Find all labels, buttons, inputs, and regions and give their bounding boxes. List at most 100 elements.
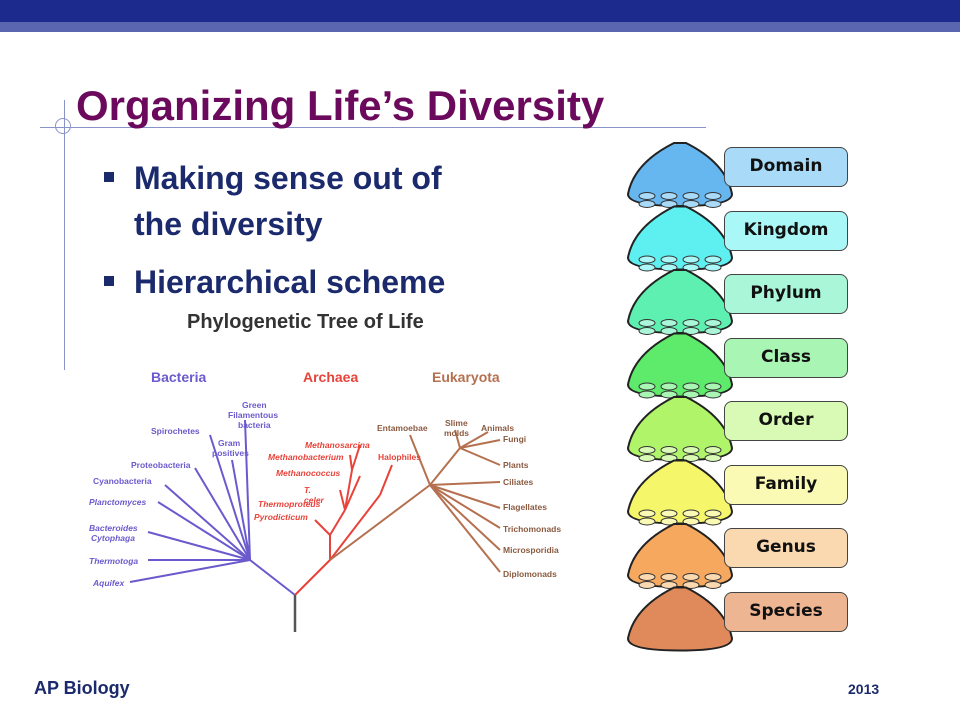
- rank-cell: [638, 263, 656, 272]
- rank-cell: [638, 454, 656, 462]
- rank-cell: [704, 192, 722, 200]
- taxon-label: Pyrodicticum: [254, 512, 308, 522]
- taxon-label: Plants: [503, 460, 529, 470]
- rank-cell: [682, 200, 700, 208]
- rank-cell: [660, 446, 678, 454]
- eukaryota-branches: [329, 429, 501, 573]
- taxon-label: Trichomonads: [503, 524, 562, 534]
- tree-title: Phylogenetic Tree of Life: [187, 311, 424, 333]
- taxon-label: Diplomonads: [503, 569, 557, 579]
- rank-cell: [682, 390, 700, 399]
- domain-label-eukaryota: Eukaryota: [432, 369, 500, 385]
- taxon-label: Thermoproteus: [258, 499, 321, 509]
- rank-cell: [660, 327, 678, 335]
- rank-cell: [682, 581, 700, 589]
- rank-label-class: Class: [724, 337, 848, 378]
- rank-cell: [660, 200, 678, 208]
- bullet-marker: [104, 172, 114, 182]
- rank-label-kingdom: Kingdom: [724, 210, 848, 251]
- bacteria-branches: [129, 419, 296, 596]
- rank-cell: [704, 573, 722, 581]
- crosshair-circle: [55, 118, 71, 134]
- rank-cell: [638, 517, 656, 526]
- top-banner: [0, 0, 960, 22]
- taxon-label: Filamentous: [228, 410, 279, 420]
- rank-cell: [682, 454, 700, 462]
- taxon-label: Planctomyces: [89, 497, 147, 507]
- title-rule: [40, 127, 706, 128]
- rank-cell: [638, 382, 656, 391]
- domain-label-archaea: Archaea: [303, 369, 359, 385]
- footer-year: 2013: [848, 681, 880, 697]
- rank-cell: [704, 319, 722, 327]
- rank-cell: [638, 192, 656, 200]
- bullet-1-line-1: Making sense out of: [134, 160, 442, 196]
- rank-cell: [638, 509, 656, 518]
- rank-cell: [660, 573, 678, 581]
- bullet-1-line-2: the diversity: [134, 206, 323, 242]
- rank-label-order: Order: [724, 401, 848, 441]
- taxon-label: Gram: [218, 438, 241, 448]
- rank-cell: [638, 200, 656, 208]
- rank-cell: [660, 581, 678, 589]
- taxon-label: Slime: [445, 418, 468, 428]
- rank-label-phylum: Phylum: [724, 274, 848, 314]
- rank-cell: [660, 192, 678, 200]
- rank-cell: [704, 382, 722, 391]
- rank-cell: [660, 517, 678, 526]
- taxon-label: Green: [242, 400, 267, 410]
- taxon-label: Cyanobacteria: [93, 476, 152, 486]
- bullet-2-line: Hierarchical scheme: [134, 264, 446, 300]
- archaea-branches: [294, 444, 393, 596]
- top-banner-accent: [0, 22, 960, 32]
- taxon-label: Aquifex: [93, 578, 125, 588]
- taxon-label: molds: [444, 428, 470, 438]
- rank-cell: [704, 446, 722, 454]
- taxon-label: Methanosarcina: [305, 440, 370, 450]
- domain-label-bacteria: Bacteria: [151, 369, 207, 385]
- rank-label-domain: Domain: [724, 147, 848, 187]
- taxon-label: Proteobacteria: [131, 460, 191, 470]
- rank-cell: [704, 255, 722, 264]
- taxon-label: Animals: [481, 423, 515, 433]
- taxon-label: T. celer: [304, 485, 324, 505]
- taxon-label: Halophiles: [378, 452, 421, 462]
- taxon-label: bacteria: [238, 420, 271, 430]
- rank-cell: [638, 573, 656, 581]
- rank-label-family: Family: [724, 464, 848, 505]
- rank-cell: [704, 263, 722, 272]
- rank-cell: [638, 446, 656, 454]
- rank-cell: [660, 255, 678, 264]
- rank-cell: [682, 327, 700, 335]
- rank-cell: [660, 390, 678, 399]
- rank-cell: [660, 382, 678, 391]
- rank-cell: [638, 581, 656, 589]
- taxon-label: Ciliates: [503, 477, 534, 487]
- taxon-label: Thermotoga: [89, 556, 139, 566]
- taxon-label: Spirochetes: [151, 426, 200, 436]
- taxon-label: Microsporidia: [503, 545, 559, 555]
- rank-cell: [704, 509, 722, 518]
- rank-cell: [682, 192, 700, 200]
- rank-cell: [660, 263, 678, 272]
- rank-cell: [682, 517, 700, 526]
- rank-cell: [704, 327, 722, 335]
- taxon-label: Fungi: [503, 434, 527, 444]
- rank-cell: [704, 454, 722, 462]
- left-rule: [64, 100, 65, 370]
- rank-cell: [660, 319, 678, 327]
- rank-cell: [638, 255, 656, 264]
- slide-title: Organizing Life’s Diversity: [76, 82, 605, 129]
- rank-cell: [682, 573, 700, 581]
- rank-cell: [682, 446, 700, 454]
- taxon-label: Methanobacterium: [268, 452, 344, 462]
- rank-cell: [660, 454, 678, 462]
- rank-cell: [638, 319, 656, 327]
- taxon-label: positives: [212, 448, 249, 458]
- rank-cell: [660, 509, 678, 518]
- taxon-label: Bacteroides: [89, 523, 138, 533]
- rank-label-species: Species: [724, 591, 848, 632]
- rank-cell: [704, 517, 722, 526]
